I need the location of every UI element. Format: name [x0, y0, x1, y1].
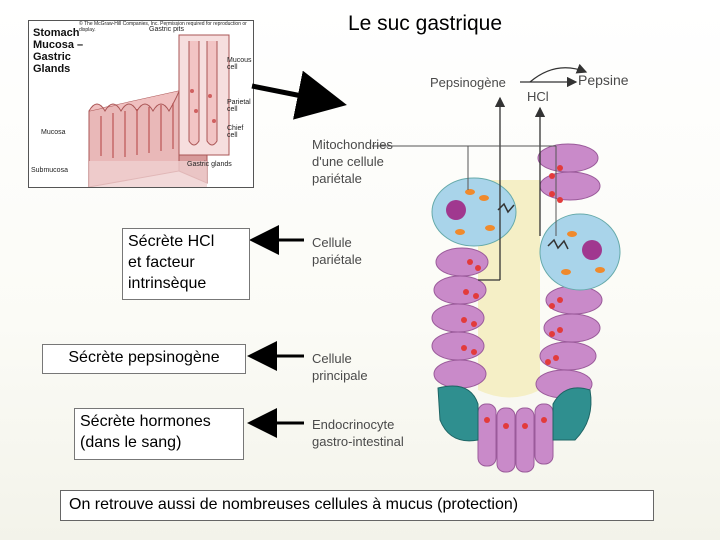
caption-endocrine-cell: Endocrinocyte gastro-intestinal: [312, 416, 404, 450]
stomach-mucosa-inset: © The McGraw-Hill Companies, Inc. Permis…: [28, 20, 254, 188]
label-mucosa: Mucosa: [41, 129, 66, 136]
function-box-chief: Sécrète pepsinogène: [42, 344, 246, 374]
caption-line: principale: [312, 368, 368, 383]
page-title: Le suc gastrique: [347, 12, 503, 35]
gland-base-cells: [477, 403, 554, 473]
mitochondria: [455, 189, 605, 275]
inset-heading: Stomach Mucosa – Gastric Glands: [33, 27, 83, 75]
function-line: Sécrète HCl: [128, 233, 215, 250]
label-chief-cell: Chief cell: [227, 125, 244, 139]
caption-line: Mitochondries: [312, 137, 393, 152]
caption-line: pariétale: [312, 252, 362, 267]
label-submucosa: Submucosa: [31, 167, 68, 174]
endocrine-cells: [437, 385, 592, 442]
gland-left-wall: [431, 247, 489, 389]
mucus-cells-note: On retrouve aussi de nombreuses cellules…: [60, 490, 654, 521]
activation-arrow: [529, 63, 588, 83]
label-mucous-cell: Mucous cell: [227, 57, 252, 71]
mucosa-illustration: [88, 34, 230, 187]
inset-credit: © The McGraw-Hill Companies, Inc. Permis…: [79, 21, 247, 33]
caption-mitochondria: Mitochondries d'une cellule pariétale: [312, 136, 393, 187]
function-line: intrinsèque: [128, 275, 207, 292]
caption-line: Cellule: [312, 351, 352, 366]
caption-line: gastro-intestinal: [312, 434, 404, 449]
secretory-granules: [461, 165, 563, 429]
hcl-label: HCl: [527, 89, 549, 104]
caption-parietal-cell: Cellule pariétale: [312, 234, 362, 268]
caption-chief-cell: Cellule principale: [312, 350, 368, 384]
function-arrows: [247, 225, 304, 438]
gland-right-wall: [535, 143, 603, 399]
label-gastric-pits: Gastric pits: [149, 26, 185, 33]
function-line: et facteur: [128, 254, 195, 271]
label-gastric-glands: Gastric glands: [187, 161, 232, 168]
inset-heading-line: Stomach: [33, 27, 80, 39]
inset-heading-line: Glands: [33, 63, 71, 75]
zoom-arrow: [251, 70, 347, 120]
function-box-endocrine: Sécrète hormones (dans le sang): [74, 408, 244, 460]
caption-leaders: [372, 145, 557, 236]
function-box-parietal: Sécrète HCl et facteur intrinsèque: [122, 228, 250, 300]
caption-line: Cellule: [312, 235, 352, 250]
pepsin-label: Pepsine: [578, 72, 629, 88]
caption-line: d'une cellule: [312, 154, 384, 169]
caption-line: pariétale: [312, 171, 362, 186]
caption-line: Endocrinocyte: [312, 417, 395, 432]
pepsinogen-label: Pepsinogène: [430, 75, 506, 90]
inset-heading-line: Gastric: [33, 51, 71, 63]
function-line: Sécrète hormones: [80, 413, 211, 430]
inset-heading-line: Mucosa –: [33, 39, 84, 51]
label-parietal-cell: Parietal cell: [227, 99, 251, 113]
function-line: (dans le sang): [80, 434, 182, 451]
